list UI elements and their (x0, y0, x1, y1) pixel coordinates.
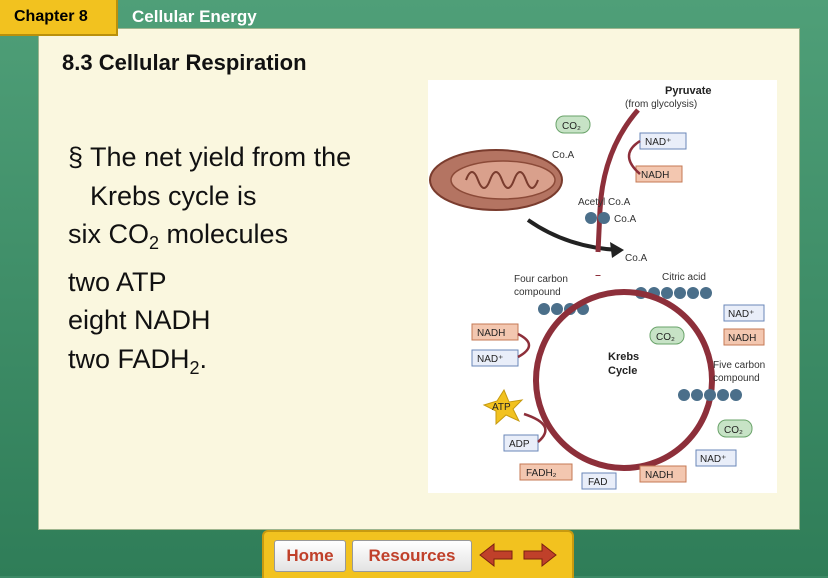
chapter-title: Cellular Energy (132, 7, 257, 27)
co2-label-mid: CO₂ (656, 332, 675, 343)
navigation-bar: Home Resources (262, 530, 574, 578)
pyruvate-sub-label: (from glycolysis) (625, 99, 697, 110)
atp-label: ATP (492, 402, 511, 413)
co2-text: six CO (68, 219, 149, 249)
nadh-label-top: NADH (641, 170, 669, 181)
fadh-text: two FADH (68, 344, 190, 374)
back-arrow-icon[interactable] (476, 540, 516, 570)
bullet-line-3: six CO2 molecules (68, 215, 351, 263)
co2-label-top: CO₂ (562, 121, 581, 132)
co2-subscript: 2 (149, 233, 159, 253)
mitochondrion-image (430, 150, 562, 210)
adp-label: ADP (509, 439, 530, 450)
bullet-line-2: Krebs cycle is (68, 177, 351, 216)
chapter-tab: Chapter 8 (0, 0, 118, 36)
nad-label-right-2: NAD⁺ (700, 454, 726, 465)
nad-label-right-1: NAD⁺ (728, 309, 754, 320)
bullet-line-4: two ATP (68, 263, 351, 302)
home-button[interactable]: Home (274, 540, 346, 572)
bullet-line-1: § The net yield from the (68, 138, 351, 177)
section-title: 8.3 Cellular Respiration (62, 50, 307, 76)
fadh-period: . (200, 344, 208, 374)
co2-molecules-text: molecules (159, 219, 288, 249)
coa-label-2: Co.A (625, 253, 648, 264)
five-carbon-label-2: compound (713, 373, 760, 384)
four-carbon-label-1: Four carbon (514, 274, 568, 285)
acetyl-coa-label: Acetyl Co.A (578, 197, 631, 208)
bullet-line-6: two FADH2. (68, 340, 351, 388)
citric-acid-label: Citric acid (662, 272, 706, 283)
four-carbon-label-2: compound (514, 287, 561, 298)
acetyl-carbon-2 (598, 212, 610, 224)
nadh-label-bottom: NADH (645, 470, 673, 481)
coa-small-label: Co.A (614, 214, 637, 225)
five-carbons (678, 389, 742, 401)
nad-label-left: NAD⁺ (477, 354, 503, 365)
pyruvate-label: Pyruvate (665, 85, 711, 97)
krebs-cycle-diagram: Pyruvate (from glycolysis) CO₂ Co.A NAD⁺… (428, 80, 777, 493)
forward-arrow-icon[interactable] (520, 540, 560, 570)
resources-button[interactable]: Resources (352, 540, 472, 572)
chapter-label: Chapter 8 (14, 8, 88, 26)
bullet-marker: § (68, 142, 83, 172)
nadh-label-left: NADH (477, 328, 505, 339)
fad-label: FAD (588, 477, 607, 488)
co2-label-bottom: CO₂ (724, 425, 743, 436)
bullet-line-1-text: The net yield from the (90, 142, 351, 172)
krebs-label-1: Krebs (608, 351, 639, 363)
bullet-text: § The net yield from the Krebs cycle is … (68, 138, 351, 387)
five-carbon-label-1: Five carbon (713, 360, 765, 371)
coa-label-top: Co.A (552, 150, 575, 161)
fadh-subscript: 2 (190, 358, 200, 378)
acetyl-carbon-1 (585, 212, 597, 224)
krebs-label-2: Cycle (608, 365, 637, 377)
nad-label-top: NAD⁺ (645, 137, 671, 148)
fadh2-label: FADH₂ (526, 468, 557, 479)
bullet-line-5: eight NADH (68, 301, 351, 340)
nadh-label-right-1: NADH (728, 333, 756, 344)
